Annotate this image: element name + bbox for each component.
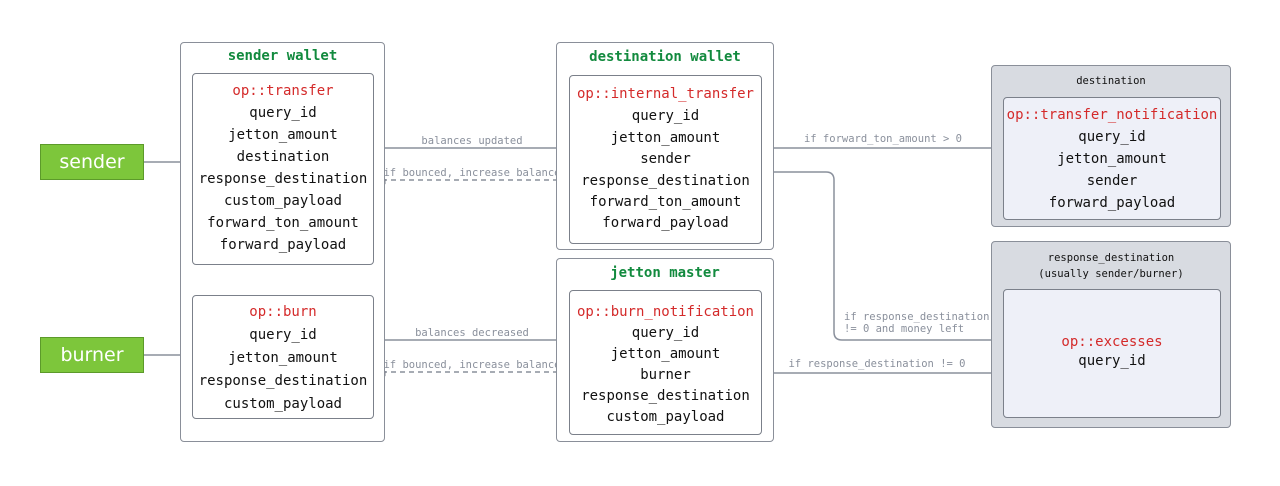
transfer-notification-field: query_id [1078,129,1146,145]
transfer-notification-field: sender [1086,173,1138,189]
internal-transfer-field: forward_ton_amount [589,194,742,210]
internal-transfer-field: query_id [631,108,700,124]
internal-transfer-message-box: op::internal_transfer query_id jetton_am… [569,75,762,244]
destination-title: destination [1076,75,1146,87]
response-destination-subtitle: (usually sender/burner) [1038,268,1184,280]
transfer-notification-field: forward_payload [1048,195,1176,211]
response-destination-title: response_destination [1047,252,1175,264]
excesses-message-box: op::excesses query_id [1003,289,1221,418]
transfer-field: forward_ton_amount [207,215,359,231]
sender-wallet-box: sender wallet op::transfer query_id jett… [180,42,385,442]
edge-label-resp-dest-1: if response_destination [844,311,989,323]
burner-actor: burner [40,337,144,373]
destination-wallet-box: destination wallet op::internal_transfer… [556,42,774,250]
burn-notification-field: custom_payload [606,409,725,425]
excesses-op: op::excesses [1061,334,1163,350]
edge-label-resp-dest-2: != 0 and money left [844,323,964,335]
jetton-master-title: jetton master [610,265,720,281]
edge-resp-dest-excess [762,171,1004,345]
transfer-notification-field: jetton_amount [1057,151,1167,167]
transfer-field: custom_payload [223,193,342,209]
transfer-notification-op: op::transfer_notification [1006,107,1218,123]
transfer-field: query_id [249,105,317,121]
jetton-master-box: jetton master op::burn_notification quer… [556,258,774,442]
transfer-message-box: op::transfer query_id jetton_amount dest… [192,73,374,265]
transfer-field: forward_payload [219,237,347,253]
burn-op: op::burn [249,304,317,320]
internal-transfer-field: forward_payload [602,215,729,231]
sender-wallet-title: sender wallet [227,48,338,64]
response-destination-box: response_destination (usually sender/bur… [991,241,1231,428]
destination-box: destination op::transfer_notification qu… [991,65,1231,227]
burn-notification-message-box: op::burn_notification query_id jetton_am… [569,290,762,435]
edge-label-bounced-transfer: if bounced, increase balance [383,167,560,179]
burn-notification-field: burner [640,367,691,383]
edge-label-forward-ton: if forward_ton_amount > 0 [804,133,962,145]
burn-field: query_id [249,327,317,343]
destination-wallet-title: destination wallet [589,49,741,65]
burn-field: response_destination [198,373,368,389]
transfer-field: destination [236,149,330,165]
burn-message-box: op::burn query_id jetton_amount response… [192,295,374,419]
edge-label-balances-updated: balances updated [421,135,522,147]
sender-actor: sender [40,144,144,180]
internal-transfer-field: response_destination [581,173,750,189]
burn-field: jetton_amount [228,350,338,366]
internal-transfer-op: op::internal_transfer [576,86,754,102]
internal-transfer-field: sender [640,151,691,167]
edge-label-bounced-burn: if bounced, increase balance [383,359,560,371]
transfer-field: jetton_amount [228,127,338,143]
edge-label-balances-decreased: balances decreased [415,327,529,339]
burn-field: custom_payload [223,396,342,412]
burn-notification-field: jetton_amount [610,346,721,362]
burn-notification-op: op::burn_notification [576,304,754,320]
transfer-notification-message-box: op::transfer_notification query_id jetto… [1003,97,1221,220]
internal-transfer-field: jetton_amount [610,130,721,146]
excesses-field: query_id [1078,353,1146,369]
edge-label-resp-dest-nonzero: if response_destination != 0 [788,358,965,370]
transfer-op: op::transfer [232,83,334,99]
burn-notification-field: query_id [631,325,700,341]
burn-notification-field: response_destination [581,388,750,404]
transfer-field: response_destination [198,171,368,187]
